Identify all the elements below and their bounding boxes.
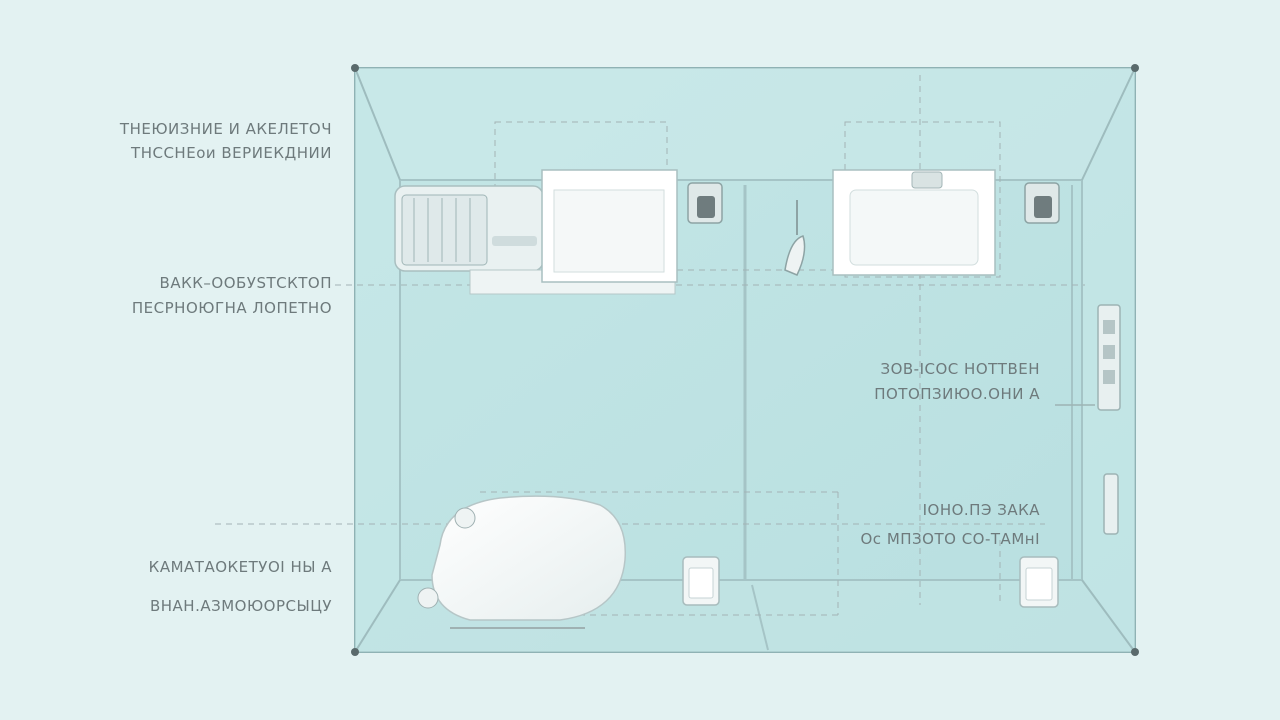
- corner-pin: [1131, 64, 1139, 72]
- annotation-left-1-line-2: ТНССНЕои ВЕРИЕКДНИИ: [131, 144, 332, 162]
- corner-pin: [351, 648, 359, 656]
- shower-head: [784, 200, 806, 276]
- sink-cabinet-left: [541, 169, 678, 283]
- annotation-right-1-line-1: ЗОВ-ІСОС НОТТВЕН: [880, 360, 1040, 378]
- annotation-right-1-line-2: ПОТОПЗИЮО.ОНИ А: [874, 385, 1040, 403]
- floor-cabinet: [1019, 556, 1059, 608]
- annotation-left-3-line-2: ВНАН.АЗМОЮОРСЫЦУ: [149, 597, 332, 615]
- sink-right: [832, 169, 996, 276]
- annotation-left-3-line-1: КАМАТАОКЕТУОІ НЫ А: [148, 558, 332, 576]
- wall-switch: [1103, 473, 1119, 535]
- bathtub: [417, 495, 627, 629]
- floor-cabinet: [682, 556, 720, 606]
- wall-fixture: [1024, 182, 1060, 224]
- annotation-left-2-line-1: ВАКК–ООБУSТСКТОП: [159, 274, 332, 292]
- annotation-left-2-line-2: ПЕСРНОЮГНА ЛОПЕТНО: [131, 299, 332, 317]
- annotation-left-1-line-1: ТНЕЮИЗНИЕ И АКЕЛЕТОЧ: [119, 120, 332, 138]
- wall-shelf: [1055, 304, 1121, 411]
- wall-fixture: [687, 182, 723, 224]
- corner-pin: [351, 64, 359, 72]
- annotation-right-2-line-1: ІОНО.ПЭ ЗАКА: [922, 501, 1040, 519]
- corner-pin: [1131, 648, 1139, 656]
- annotation-right-2-line-2: Ос МПЗОТО СО-ТАМнІ: [860, 530, 1040, 548]
